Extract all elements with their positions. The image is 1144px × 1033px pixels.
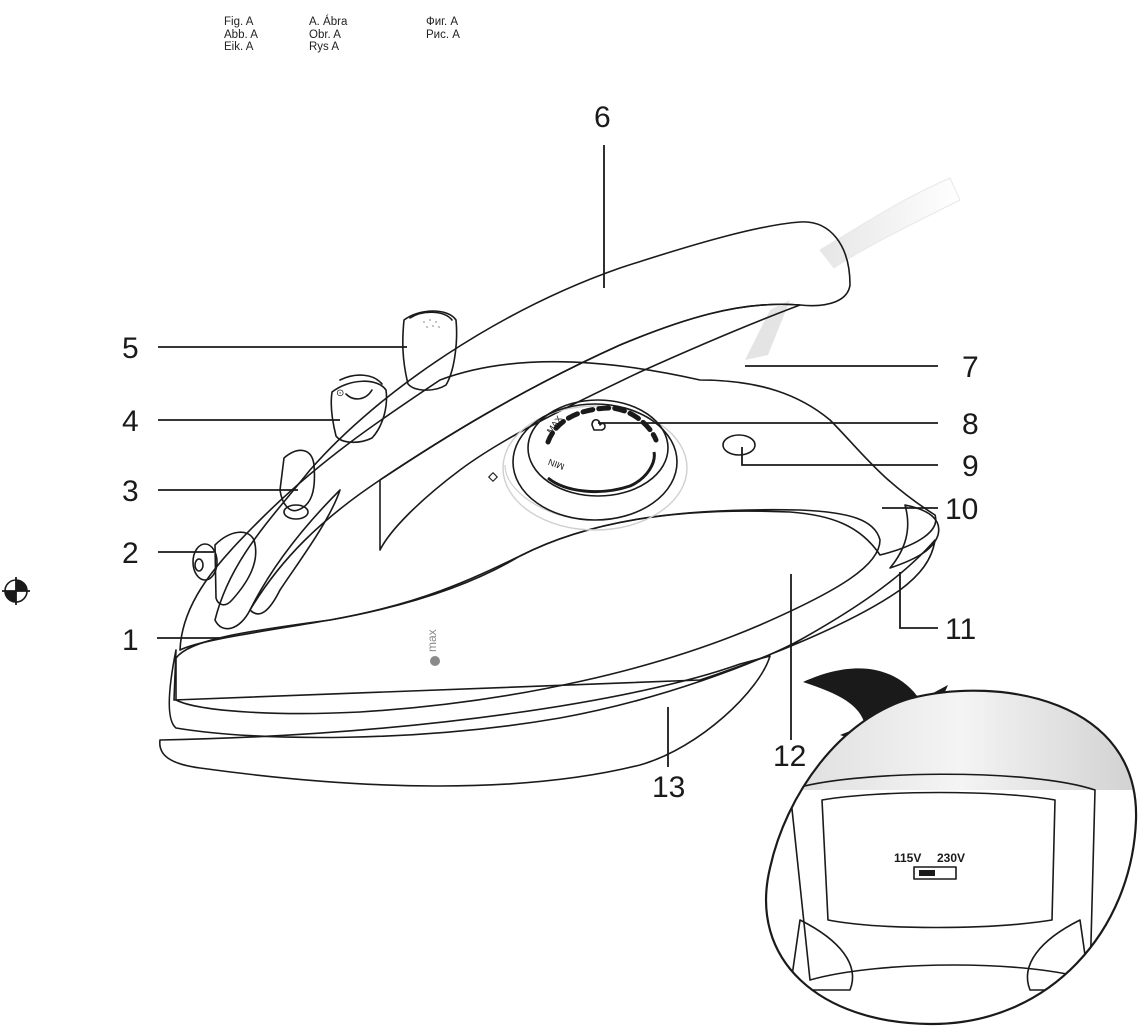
figure-label: Obr. A — [309, 28, 341, 41]
spray-nozzle — [192, 531, 257, 606]
figure-label: Рис. A — [426, 28, 460, 41]
body-base — [168, 539, 936, 739]
figure-label: A. Ábra — [309, 16, 348, 28]
water-max-dot — [430, 656, 440, 666]
water-max-mark: max — [425, 629, 440, 666]
dial-min-label: MIN — [547, 457, 566, 472]
callout-8: 8 — [962, 408, 979, 441]
power-cord — [819, 177, 961, 269]
callout-7: 7 — [962, 351, 979, 384]
water-tank-body — [175, 508, 881, 715]
soleplate — [159, 655, 771, 787]
figure-label: Eik. A — [224, 41, 254, 53]
callout-leader-lines — [157, 145, 938, 767]
thermostat-light — [722, 434, 756, 456]
steam-burst-button — [279, 449, 316, 520]
figure-label: Фиг. A — [426, 16, 459, 28]
figure-label-column-3: Фиг. A Рис. A — [426, 16, 460, 41]
power-cord-lower — [745, 300, 790, 360]
rear-heel — [889, 504, 940, 569]
steam-selector: ⊙ — [330, 374, 388, 444]
upper-shell — [179, 360, 937, 651]
figure-label-column-1: Fig. A Abb. A Eik. A — [224, 16, 258, 54]
spray-button — [402, 310, 458, 391]
callout-9: 9 — [962, 450, 979, 483]
handle — [214, 221, 851, 630]
callout-numbers: 1 2 3 4 5 6 7 8 9 10 11 12 13 — [122, 101, 979, 804]
dial-indicator-mark — [487, 471, 499, 483]
figure-label-column-2: A. Ábra Obr. A Rys A — [309, 16, 347, 54]
temperature-dial: MAX MIN — [487, 399, 688, 531]
figure-label: Abb. A — [224, 28, 258, 41]
svg-text:⊙: ⊙ — [336, 388, 344, 399]
callout-6: 6 — [594, 101, 611, 134]
callout-5: 5 — [122, 332, 139, 365]
voltage-selector-inset: 115V 230V — [764, 668, 1138, 1026]
callout-12: 12 — [773, 740, 806, 773]
voltage-switch — [913, 866, 957, 880]
callout-11: 11 — [945, 613, 976, 646]
callout-2: 2 — [122, 537, 139, 570]
callout-4: 4 — [122, 405, 139, 438]
callout-10: 10 — [945, 493, 978, 526]
callout-3: 3 — [122, 475, 139, 508]
callout-13: 13 — [652, 771, 685, 804]
handle-front-grip — [249, 489, 341, 615]
handle-underside — [379, 303, 801, 551]
voltage-low-label: 115V — [894, 851, 921, 865]
figure-label: Rys A — [309, 41, 340, 53]
registration-mark-icon — [2, 577, 30, 605]
voltage-high-label: 230V — [937, 851, 965, 865]
water-max-label: max — [425, 629, 439, 652]
steam-cloud-icon — [591, 418, 606, 431]
callout-1: 1 — [122, 624, 139, 657]
figure-label: Fig. A — [224, 16, 254, 28]
